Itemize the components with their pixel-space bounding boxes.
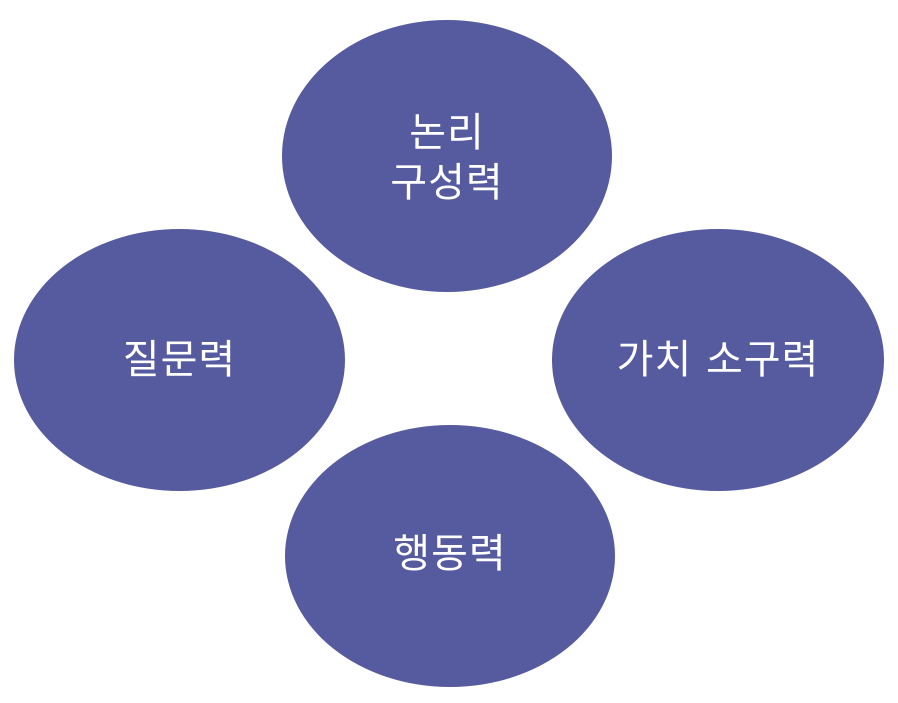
logic-composition-label: 논리 구성력 — [390, 108, 503, 208]
action-ellipse: 행동력 — [285, 425, 615, 687]
logic-composition-label-line1: 논리 — [409, 110, 485, 156]
value-appeal-label: 가치 소구력 — [616, 337, 820, 383]
logic-composition-label-line2: 구성력 — [390, 160, 504, 206]
value-appeal-ellipse: 가치 소구력 — [552, 229, 884, 491]
logic-composition-ellipse: 논리 구성력 — [282, 20, 612, 292]
action-label: 행동력 — [393, 531, 507, 577]
questioning-label: 질문력 — [122, 337, 237, 383]
questioning-ellipse: 질문력 — [14, 229, 345, 491]
